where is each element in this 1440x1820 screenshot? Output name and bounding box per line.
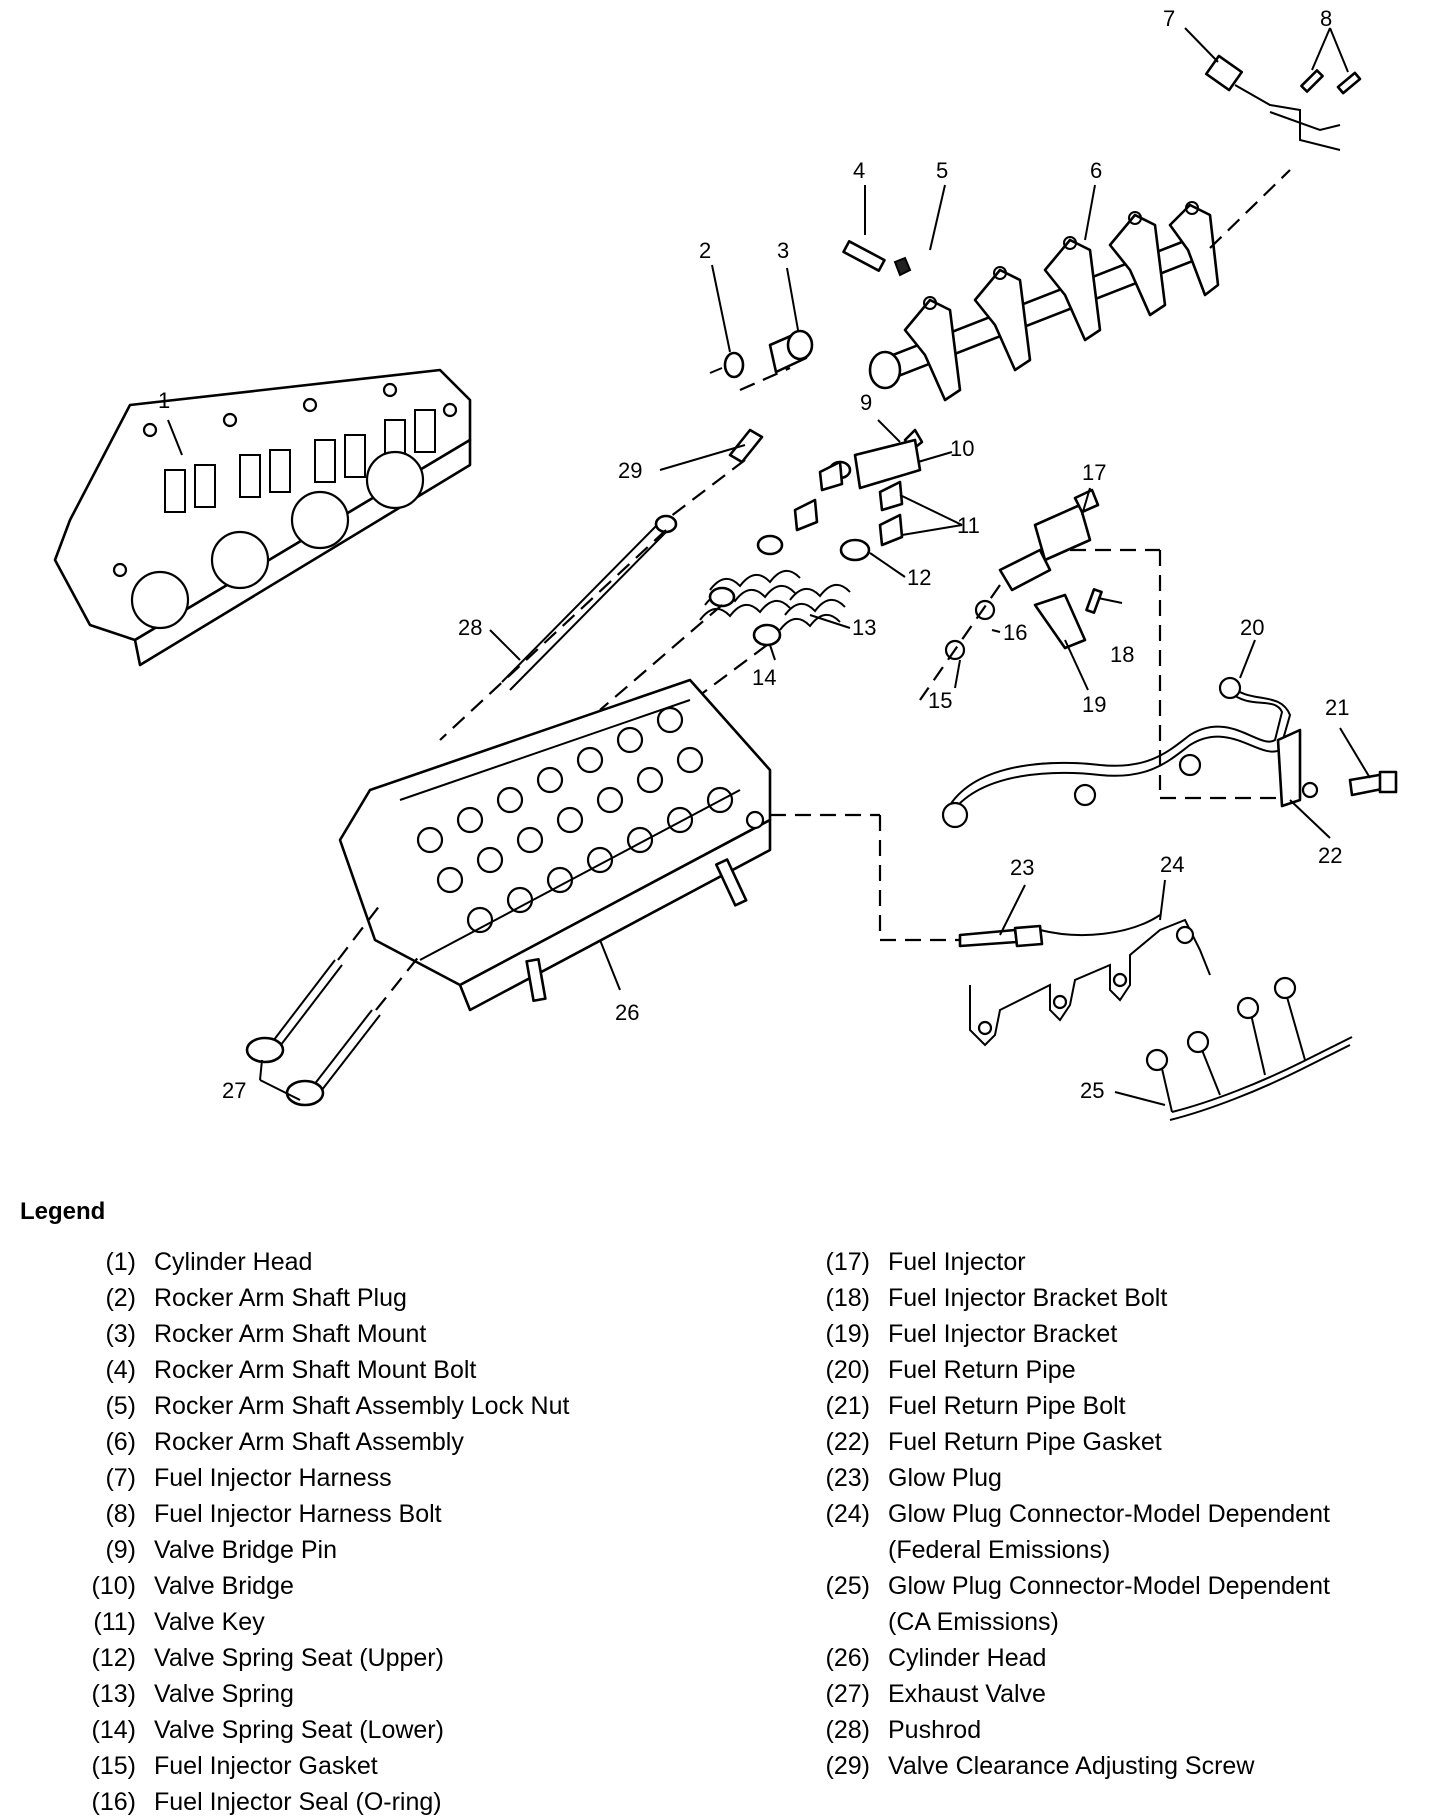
callout-26: 26 — [615, 1000, 639, 1025]
callout-6: 6 — [1090, 158, 1102, 183]
callout-7: 7 — [1163, 6, 1175, 31]
legend-item: (17)Fuel Injector — [825, 1248, 1026, 1276]
callout-23: 23 — [1010, 855, 1034, 880]
legend-left-column: (1)Cylinder Head (2)Rocker Arm Shaft Plu… — [66, 1244, 766, 1820]
legend-item: (12)Valve Spring Seat (Upper) — [91, 1644, 444, 1672]
legend-item: (9)Valve Bridge Pin — [105, 1536, 337, 1564]
callout-12: 12 — [907, 565, 931, 590]
fuel-injector-group — [919, 488, 1162, 790]
legend-item: (3)Rocker Arm Shaft Mount — [105, 1320, 427, 1348]
callout-21: 21 — [1325, 695, 1349, 720]
legend-item: (28)Pushrod — [825, 1716, 982, 1744]
callout-9: 9 — [860, 390, 872, 415]
glow-plug-connector-24 — [969, 914, 1211, 1047]
callout-20: 20 — [1240, 615, 1264, 640]
callout-22: 22 — [1318, 843, 1342, 868]
legend-item: (15)Fuel Injector Gasket — [91, 1752, 378, 1780]
legend-item: (8)Fuel Injector Harness Bolt — [105, 1500, 442, 1528]
legend-item: (19)Fuel Injector Bracket — [825, 1320, 1118, 1348]
callout-3: 3 — [777, 238, 789, 263]
legend-right-column: (17)Fuel Injector (18)Fuel Injector Brac… — [800, 1244, 1420, 1784]
legend-item: (20)Fuel Return Pipe — [825, 1356, 1076, 1384]
callout-11: 11 — [957, 513, 980, 538]
cylinder-head-26 — [338, 678, 882, 1012]
legend-item: (22)Fuel Return Pipe Gasket — [825, 1428, 1162, 1456]
glow-plug-connector-25 — [1145, 976, 1353, 1121]
legend-item: (18)Fuel Injector Bracket Bolt — [825, 1284, 1168, 1312]
valve-train-group — [439, 428, 924, 741]
callout-18: 18 — [1110, 642, 1134, 667]
fuel-return-pipe — [941, 676, 1398, 829]
legend-item: (6)Rocker Arm Shaft Assembly — [105, 1428, 464, 1456]
legend-item: (21)Fuel Return Pipe Bolt — [825, 1392, 1126, 1420]
callout-5: 5 — [936, 158, 948, 183]
callout-27: 27 — [222, 1078, 246, 1103]
cylinder-head-1 — [53, 368, 472, 667]
legend-item: (26)Cylinder Head — [825, 1644, 1047, 1672]
legend-item: (10)Valve Bridge — [91, 1572, 294, 1600]
legend-item: (25)Glow Plug Connector-Model Dependent(… — [825, 1572, 1330, 1636]
legend-item: (2)Rocker Arm Shaft Plug — [105, 1284, 407, 1312]
legend-item: (16)Fuel Injector Seal (O-ring) — [91, 1788, 442, 1816]
callout-15: 15 — [928, 688, 952, 713]
callout-28: 28 — [458, 615, 482, 640]
callout-29: 29 — [618, 458, 642, 483]
legend-item: (7)Fuel Injector Harness — [105, 1464, 392, 1492]
callout-13: 13 — [852, 615, 876, 640]
legend-item: (23)Glow Plug — [825, 1464, 1002, 1492]
callout-14: 14 — [752, 665, 776, 690]
legend-item: (13)Valve Spring — [91, 1680, 294, 1708]
callout-24: 24 — [1160, 852, 1184, 877]
legend-title: Legend — [20, 1198, 106, 1225]
legend-item: (27)Exhaust Valve — [825, 1680, 1046, 1708]
legend-item: (29)Valve Clearance Adjusting Screw — [825, 1752, 1255, 1780]
legend-item: (5)Rocker Arm Shaft Assembly Lock Nut — [105, 1392, 570, 1420]
callout-4: 4 — [853, 158, 865, 183]
callout-numbers: 1 2 3 4 5 6 7 8 9 10 11 12 13 14 15 16 1… — [158, 6, 1349, 1103]
leader-lines — [167, 27, 1371, 1106]
exploded-view-diagram: 1 2 3 4 5 6 7 8 9 10 11 12 13 14 15 16 1… — [53, 6, 1398, 1121]
legend-item: (11)Valve Key — [93, 1608, 265, 1636]
legend-item: (4)Rocker Arm Shaft Mount Bolt — [105, 1356, 477, 1384]
legend-item: (24)Glow Plug Connector-Model Dependent(… — [825, 1500, 1330, 1564]
rocker-arm-shaft-group — [709, 169, 1291, 402]
callout-25: 25 — [1080, 1078, 1104, 1103]
callout-10: 10 — [950, 436, 974, 461]
legend-item: (1)Cylinder Head — [105, 1248, 313, 1276]
callout-1: 1 — [158, 388, 170, 413]
fuel-injector-harness — [1204, 54, 1362, 151]
callout-16: 16 — [1003, 620, 1027, 645]
callout-8: 8 — [1320, 6, 1332, 31]
callout-19: 19 — [1082, 692, 1106, 717]
callout-17: 17 — [1082, 460, 1106, 485]
callout-2: 2 — [699, 238, 711, 263]
glow-plug-23 — [880, 924, 1044, 948]
legend-item: (14)Valve Spring Seat (Lower) — [91, 1716, 444, 1744]
